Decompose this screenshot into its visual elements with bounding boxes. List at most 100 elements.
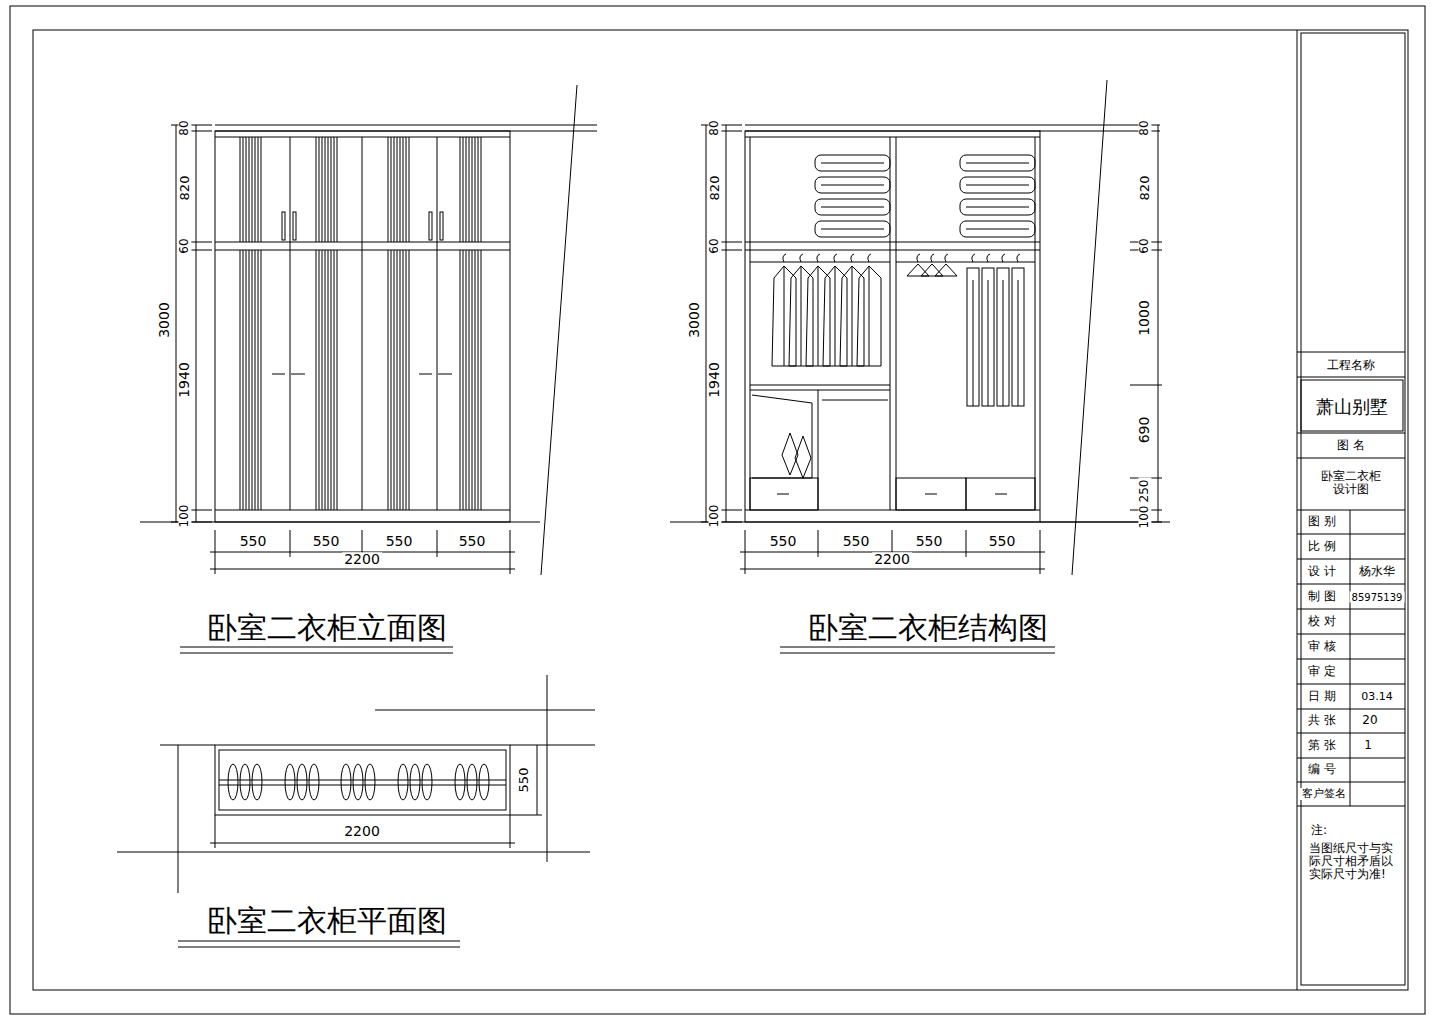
clothes-illustration [966, 229, 1029, 230]
title-block-cell: 制 图 [1306, 590, 1338, 603]
plan-view [215, 745, 510, 815]
clothes-illustration [988, 280, 989, 406]
clothes-illustration [815, 155, 890, 171]
dimension-text: 550 [841, 534, 872, 549]
elevation-cabinet [291, 374, 305, 375]
dimension-text: 80 [1138, 118, 1151, 137]
structure-cabinet [670, 80, 1170, 575]
structure-dimension-lines [706, 125, 707, 522]
clothes-illustration [815, 221, 890, 237]
structure-cabinet [750, 478, 818, 510]
structure-dimension-lines [1130, 385, 1162, 386]
structure-cabinet [750, 137, 751, 510]
elevation-cabinet [140, 85, 597, 575]
dimension-text: 60 [708, 236, 721, 255]
title-block-grid [1297, 584, 1405, 585]
elevation-cabinet [272, 374, 285, 375]
dimension-text: 550 [987, 534, 1018, 549]
door-stripes [478, 137, 479, 242]
clothes-illustration [907, 264, 929, 276]
clothes-illustration [817, 254, 820, 262]
sheet-frame [10, 6, 1425, 1014]
structure-dimension-lines [726, 125, 727, 522]
clothes-illustration [987, 254, 990, 262]
title-block-cell: 编 号 [1306, 763, 1338, 776]
door-stripes [400, 250, 401, 510]
door-stripes [397, 250, 398, 510]
plan-hangers [297, 764, 307, 800]
door-stripes [246, 137, 247, 242]
clothes-illustration [917, 254, 920, 262]
title-block-cell: 校 对 [1306, 615, 1338, 628]
elevation-cabinet [437, 137, 438, 510]
title-block-grid [1297, 377, 1405, 378]
plan-hangers [252, 764, 262, 800]
title-block-grid [1350, 510, 1351, 806]
structure-cabinet [1072, 80, 1107, 575]
title-block-cell: 比 例 [1306, 540, 1338, 553]
structure-dimension-lines [740, 569, 1045, 570]
clothes-illustration [966, 185, 1029, 186]
structure-dimension-lines [720, 510, 742, 511]
clothes-illustration [982, 268, 994, 406]
structure-cabinet [745, 131, 1040, 522]
dimension-text: 550 [914, 534, 945, 549]
dimension-text: 550 [457, 534, 488, 549]
plan-hangers [467, 764, 477, 800]
door-stripes [334, 137, 335, 242]
elevation-dimension-lines [190, 250, 212, 251]
elevation-cabinet [140, 522, 540, 523]
dimension-text: 690 [1137, 415, 1152, 446]
clothes-illustration [1003, 280, 1004, 406]
clothes-illustration [835, 266, 836, 366]
door-stripes [481, 137, 482, 242]
plan-view [547, 675, 548, 862]
plan-view [537, 745, 538, 815]
title-block-cell: 审 定 [1306, 665, 1338, 678]
structure-dimension-lines [745, 530, 746, 574]
door-stripes [331, 250, 332, 510]
clothes-illustration [818, 266, 819, 366]
plan-hangers [398, 764, 408, 800]
title-block-grid [1297, 733, 1405, 734]
elevation-cabinet [215, 131, 510, 522]
clothes-illustration [789, 266, 813, 366]
title-block-grid [1297, 559, 1405, 560]
plan-hangers [455, 764, 465, 800]
elevation-dimension-lines [290, 530, 291, 557]
door-stripes [463, 137, 464, 242]
clothes-illustration [966, 163, 1029, 164]
dimension-text: 550 [311, 534, 342, 549]
clothes-illustration [772, 266, 796, 366]
structure-cabinet [670, 522, 1170, 523]
title-block-grid [1297, 534, 1405, 535]
title-block-cell: 日 期 [1306, 690, 1338, 703]
clothes-illustration [801, 266, 802, 366]
clothes-illustration [997, 268, 1009, 406]
plan-hangers [410, 764, 420, 800]
plan-hangers [285, 764, 295, 800]
title-block-cell: 图 别 [1306, 515, 1338, 528]
door-stripes [325, 137, 326, 242]
dimension-text: 60 [1138, 236, 1151, 255]
clothes-illustration [782, 433, 798, 475]
elevation-cabinet [290, 137, 291, 510]
clothes-illustration [966, 207, 1029, 208]
note-text: 当图纸尺寸与实际尺寸相矛盾以实际尺寸为准! [1307, 842, 1397, 882]
title-block-cell: 杨水华 [1357, 565, 1397, 578]
door-stripes [328, 250, 329, 510]
structure-cabinet [896, 262, 1035, 263]
structure-cabinet [745, 125, 1160, 126]
title-block-grid [1297, 510, 1405, 511]
clothes-illustration [821, 207, 884, 208]
structure-cabinet [966, 478, 1035, 510]
door-stripes [463, 250, 464, 510]
structure-cabinet [752, 395, 812, 478]
door-stripes [249, 137, 250, 242]
door-stripes [406, 137, 407, 242]
dimension-text: 2200 [342, 552, 382, 567]
structure-cabinet [822, 400, 888, 401]
title-block-cell: 审 核 [1306, 640, 1338, 653]
elevation-dimension-lines [210, 569, 515, 570]
